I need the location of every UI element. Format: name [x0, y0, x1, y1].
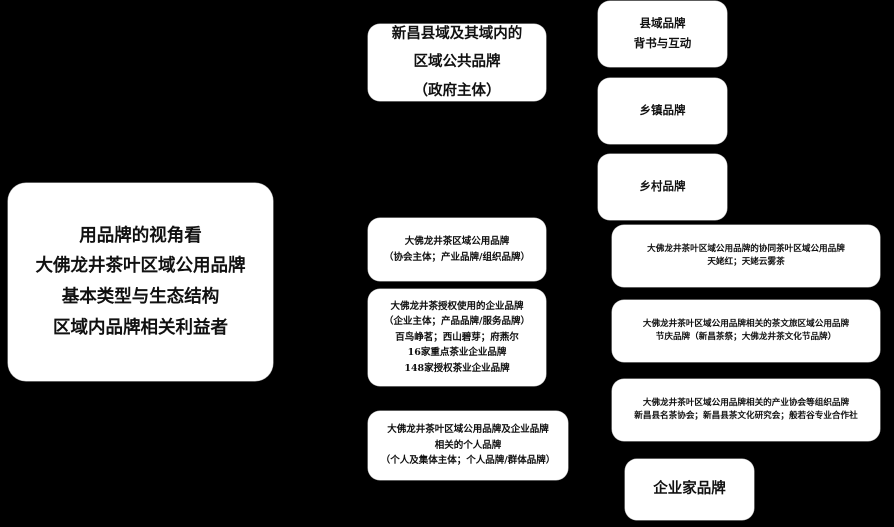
node-industry-association-organization-brand[interactable]: 大佛龙井茶叶区域公用品牌相关的产业协会等组织品牌 新昌县名茶协会；新昌县茶文化研… — [612, 379, 880, 441]
root-line-4: 区域内品牌相关利益者 — [53, 317, 228, 338]
enterprise-line-4: 16家重点茶业企业品牌 — [407, 347, 507, 359]
personal-line-1: 大佛龙井茶叶区域公用品牌及企业品牌 — [387, 424, 549, 436]
enterprise-line-2: （企业主体；产品品牌/服务品牌） — [384, 316, 530, 328]
node-root-topic[interactable]: 用品牌的视角看 大佛龙井茶叶区域公用品牌 基本类型与生态结构 区域内品牌相关利益… — [8, 183, 273, 381]
node-authorized-enterprise-brand[interactable]: 大佛龙井茶授权使用的企业品牌 （企业主体；产品品牌/服务品牌） 百鸟峥茗；西山碧… — [368, 289, 546, 386]
village-line-1: 乡村品牌 — [639, 179, 686, 194]
township-line-1: 乡镇品牌 — [639, 103, 686, 118]
root-line-2: 大佛龙井茶叶区域公用品牌 — [35, 256, 246, 277]
root-line-3: 基本类型与生态结构 — [61, 287, 220, 307]
root-line-1: 用品牌的视角看 — [79, 225, 202, 246]
node-township-brand[interactable]: 乡镇品牌 — [598, 78, 727, 144]
node-tea-culture-tourism-brand[interactable]: 大佛龙井茶叶区域公用品牌相关的茶文旅区域公用品牌 节庆品牌（新昌茶祭；大佛龙井茶… — [612, 300, 880, 362]
county-public-line-1: 新昌县域及其域内的 — [391, 25, 523, 43]
personal-line-2: 相关的个人品牌 — [434, 439, 502, 451]
assoc-org-line-1: 大佛龙井茶叶区域公用品牌相关的产业协会等组织品牌 — [642, 397, 850, 408]
node-county-brand-endorsement[interactable]: 县域品牌 背书与互动 — [598, 1, 727, 67]
entrepreneur-line-1: 企业家品牌 — [653, 480, 726, 498]
industry-assoc-line-2: （协会主体；产业品牌/组织品牌） — [384, 251, 530, 263]
county-endorse-line-2: 背书与互动 — [633, 36, 692, 50]
county-endorse-line-1: 县域品牌 — [639, 16, 686, 31]
node-related-personal-brand[interactable]: 大佛龙井茶叶区域公用品牌及企业品牌 相关的个人品牌 （个人及集体主体；个人品牌/… — [368, 411, 568, 480]
assoc-org-line-2: 新昌县名茶协会；新昌县茶文化研究会；般若谷专业合作社 — [634, 411, 858, 421]
county-public-line-3: （政府主体） — [413, 81, 501, 99]
node-synergistic-tea-regional-public-brand[interactable]: 大佛龙井茶叶区域公用品牌的协同茶叶区域公用品牌 天姥红；天姥云雾茶 — [612, 225, 880, 287]
personal-line-3: （个人及集体主体；个人品牌/群体品牌） — [380, 455, 556, 467]
synergy-tea-line-2: 天姥红；天姥云雾茶 — [707, 257, 785, 267]
tea-tourism-line-1: 大佛龙井茶叶区域公用品牌相关的茶文旅区域公用品牌 — [642, 318, 850, 329]
node-dafo-longjing-regional-public-brand[interactable]: 大佛龙井茶区域公用品牌 （协会主体；产业品牌/组织品牌） — [368, 218, 546, 281]
enterprise-line-5: 148家授权茶业企业品牌 — [404, 362, 510, 374]
node-village-brand[interactable]: 乡村品牌 — [598, 154, 727, 220]
synergy-tea-line-1: 大佛龙井茶叶区域公用品牌的协同茶叶区域公用品牌 — [647, 243, 845, 254]
node-entrepreneur-brand[interactable]: 企业家品牌 — [625, 459, 754, 520]
tea-tourism-line-2: 节庆品牌（新昌茶祭；大佛龙井茶文化节品牌） — [655, 332, 837, 342]
enterprise-line-1: 大佛龙井茶授权使用的企业品牌 — [390, 301, 524, 313]
enterprise-line-3: 百鸟峥茗；西山碧芽；府燕尔 — [395, 331, 519, 343]
industry-assoc-line-1: 大佛龙井茶区域公用品牌 — [404, 236, 510, 248]
county-public-line-2: 区域公共品牌 — [413, 53, 501, 71]
node-county-regional-public-brand[interactable]: 新昌县域及其域内的 区域公共品牌 （政府主体） — [368, 24, 546, 101]
